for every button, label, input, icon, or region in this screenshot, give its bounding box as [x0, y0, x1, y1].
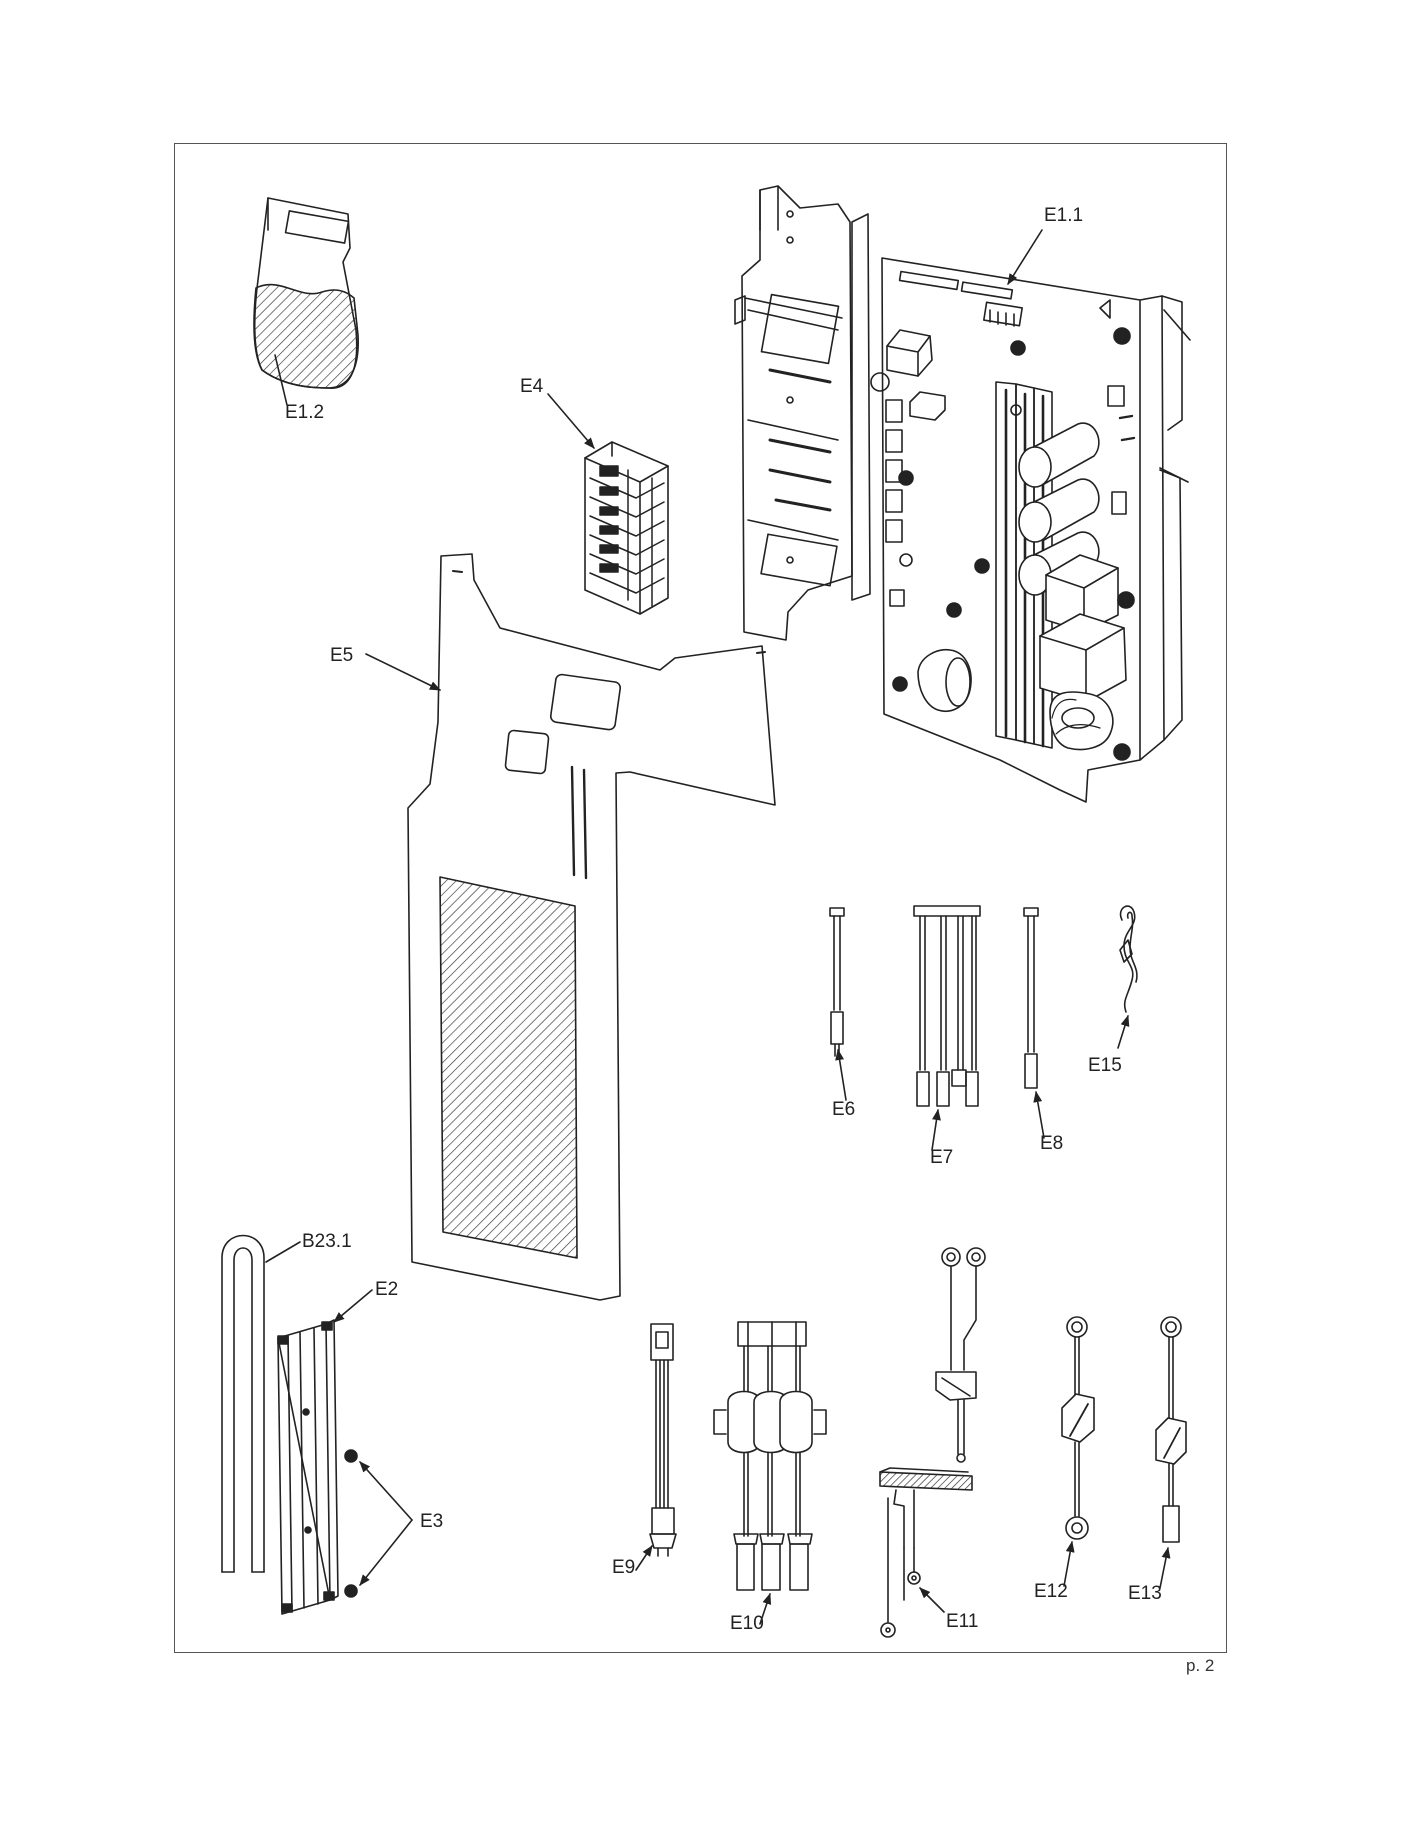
ring-terminal-cable-e12-drawing: [1062, 1317, 1094, 1539]
u-tube-drawing: [222, 1236, 264, 1573]
e2-leader-line: [333, 1290, 372, 1322]
e1-2-leader-line: [275, 355, 287, 405]
label-e2: E2: [375, 1279, 399, 1300]
e12-leader-line: [1064, 1540, 1075, 1586]
e11-leader-line: [920, 1588, 944, 1612]
label-e10: E10: [730, 1613, 764, 1634]
e9-leader-line: [636, 1545, 652, 1570]
label-e1-2: E1.2: [285, 402, 325, 423]
label-b23-1: B23.1: [302, 1231, 352, 1252]
ring-terminal-cable-e13-drawing: [1156, 1317, 1186, 1542]
multi-wire-harness-e7-drawing: [914, 906, 980, 1106]
e1-1-leader-line: [1008, 230, 1042, 285]
b23-1-leader-line: [266, 1242, 300, 1262]
e15-leader-line: [1118, 1014, 1130, 1048]
e7-leader-line: [932, 1108, 941, 1150]
label-e13: E13: [1128, 1583, 1162, 1604]
e10-leader-line: [760, 1592, 772, 1624]
label-e9: E9: [612, 1557, 636, 1578]
sensor-wire-e6-drawing: [830, 908, 844, 1056]
label-e12: E12: [1034, 1581, 1068, 1602]
screws-drawing: [345, 1450, 357, 1597]
e13-leader-line: [1160, 1546, 1171, 1588]
three-wire-harness-e10-drawing: [714, 1322, 826, 1590]
earth-cable-e11-drawing: [880, 1248, 985, 1637]
e8-leader-line: [1033, 1090, 1044, 1138]
page-number: p. 2: [1186, 1656, 1215, 1675]
label-e11: E11: [946, 1611, 979, 1632]
label-e3: E3: [420, 1511, 444, 1532]
e3-leader-line-upper: [360, 1461, 412, 1520]
sensor-wire-e8-drawing: [1024, 908, 1038, 1088]
e5-leader-line: [366, 654, 442, 690]
label-e5: E5: [330, 645, 354, 666]
diagram-frame: [174, 143, 1227, 1653]
e6-leader-line: [835, 1048, 846, 1100]
e4-leader-line: [548, 394, 594, 449]
e3-leader-line-lower: [360, 1520, 412, 1586]
document-bag-drawing: [254, 198, 358, 388]
insulation-sheet-drawing: [408, 554, 775, 1300]
connector-cable-e9-drawing: [650, 1324, 676, 1556]
label-e8: E8: [1040, 1133, 1064, 1154]
mounting-rail-drawing: [278, 1320, 338, 1614]
label-e6: E6: [832, 1099, 856, 1120]
label-e7: E7: [930, 1147, 954, 1168]
cable-clip-e15-drawing: [1120, 906, 1137, 1012]
label-e15: E15: [1088, 1055, 1122, 1076]
electrical-panel-drawing: [735, 186, 1190, 802]
terminal-block-drawing: [585, 442, 668, 614]
label-e1-1: E1.1: [1044, 205, 1084, 226]
label-e4: E4: [520, 376, 544, 397]
